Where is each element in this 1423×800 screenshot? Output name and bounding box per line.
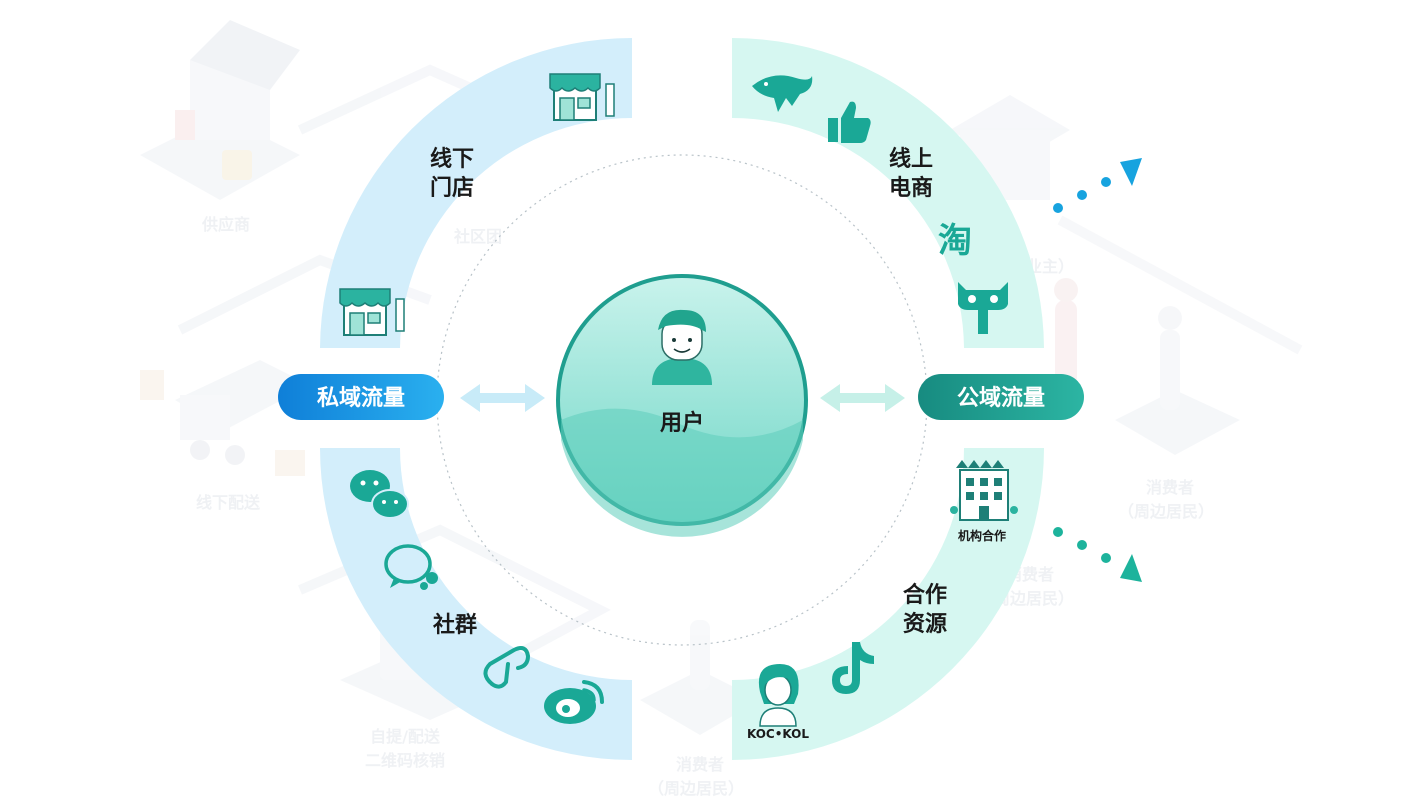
wechat-icon: [350, 470, 409, 519]
community-group-label: 社区团: [453, 227, 502, 246]
private-traffic-label: 私域流量: [317, 385, 405, 411]
svg-text:淘: 淘: [938, 221, 972, 261]
partner-resources-label-line2: 资源: [903, 612, 947, 637]
taobao-icon: 淘: [938, 221, 972, 261]
online-ecommerce-label-line1: 线上: [889, 146, 933, 172]
institution-badge-label: 机构合作: [958, 528, 1006, 543]
center-user-label: 用户: [660, 410, 704, 436]
thumbs-up-icon: [828, 101, 871, 143]
weibo-icon: [544, 680, 604, 724]
consumer-a-label-line2: （周边居民）: [648, 779, 744, 798]
tmall-icon: [958, 282, 1008, 334]
supplier-label: 供应商: [201, 215, 250, 234]
consumer-a-label-line1: 消费者: [676, 755, 724, 774]
consumer-b-label-line2: （周边居民）: [1118, 502, 1214, 521]
private-traffic-pill: 私域流量: [278, 374, 444, 420]
online-ecommerce-label-line2: 电商: [889, 175, 933, 201]
whale-icon: [752, 75, 813, 112]
public-traffic-label: 公域流量: [957, 385, 1045, 411]
left-double-arrow-icon: [460, 384, 545, 412]
segment-community: [320, 448, 632, 760]
pickup-label-line1: 自提/配送: [370, 727, 441, 746]
segment-online-ecommerce: [732, 38, 1044, 348]
offline-store-label-line1: 线下: [430, 146, 474, 172]
right-double-arrow-icon: [820, 384, 905, 412]
public-traffic-pill: 公域流量: [918, 374, 1084, 420]
store-icon: [549, 73, 615, 121]
pickup-label-line2: 二维码核销: [365, 751, 445, 770]
partner-resources-label-line1: 合作: [903, 582, 947, 608]
consumer-figure-icon: [1115, 306, 1240, 455]
tiktok-icon: [832, 642, 874, 694]
owner-label: 业主）: [1026, 257, 1074, 276]
store-icon: [339, 288, 405, 336]
user-avatar-icon: [652, 309, 712, 385]
building-icon: [950, 460, 1018, 521]
outgoing-dotted-arrow-lower: [1053, 527, 1142, 582]
segment-partner-resources: [732, 448, 1044, 760]
miniprogram-icon: [483, 646, 531, 689]
community-label: 社群: [433, 612, 477, 638]
supplier-building-icon: [140, 20, 300, 200]
consumer-figure-icon: [1054, 278, 1078, 390]
influencer-avatar-icon: [758, 664, 799, 727]
delivery-truck-icon: [140, 360, 310, 476]
community-building-icon: [950, 95, 1070, 200]
outgoing-dotted-arrow-upper: [1053, 158, 1142, 213]
community-chat-icon: [384, 544, 438, 590]
consumer-figure-icon: [640, 620, 760, 735]
offline-delivery-label: 线下配送: [196, 493, 261, 512]
offline-store-label-line2: 门店: [430, 175, 474, 201]
consumer-b-label-line1: 消费者: [1146, 478, 1194, 497]
center-user-node: 用户: [556, 274, 808, 537]
koc-kol-badge-label: KOC•KOL: [747, 727, 809, 741]
